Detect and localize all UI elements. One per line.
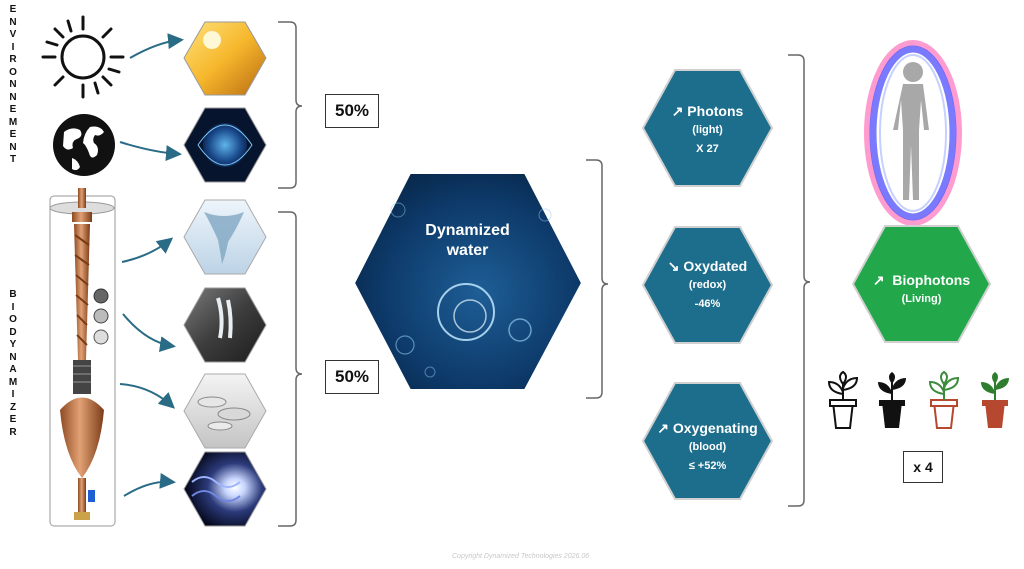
oxydated-label: ↘ Oxydated (redox) -46% [643,256,772,314]
biophotons-label: ↗ Biophotons (Living) [853,270,990,308]
brace-biodynamizer [278,211,303,527]
label-letter: V [9,29,17,40]
label-letter: T [9,154,17,165]
label-letter: Y [9,339,17,350]
plant-icon [827,370,859,429]
photons-title: ↗ Photons [671,103,744,119]
label-letter: N [9,79,17,90]
plant-icon [981,372,1009,428]
arrow-earth [119,141,182,162]
biophotons-hex [851,225,992,343]
label-letter: N [9,141,17,153]
oxydated-sub: (redox) [688,279,727,291]
label-letter: E [9,4,17,15]
sun-icon [41,15,125,99]
label-letter: M [8,116,18,128]
label-letter: R [9,426,17,438]
arrow-sun [129,33,184,59]
biodynamizer-device [49,188,116,527]
oxygenating-hex [641,382,774,500]
copyright-text: Copyright Dynamized Technologies 2026.06 [452,553,590,560]
label-letter: R [9,54,17,65]
brace-center [586,159,609,399]
label-letter: I [11,41,15,53]
waterfall-image [183,287,267,363]
sunlight-image [183,21,267,96]
biophotons-title: ↗ Biophotons [872,272,971,288]
percent-biodynamizer: 50% [325,360,379,394]
label-letter: I [11,301,15,313]
dynamized-water-line2: water [446,242,489,259]
arrow-magnets [119,383,175,409]
label-letter: M [8,376,18,388]
oxygenating-sub: (blood) [688,441,727,453]
dynamized-water-label: Dynamized water [390,221,545,261]
plant-icon [878,372,906,428]
photons-label: ↗ Photons (light) X 27 [643,101,772,159]
brace-effects [788,54,811,507]
photons-sub: (light) [692,124,723,136]
label-letter: E [9,104,17,115]
magnets-image [183,373,267,449]
label-letter: I [11,389,15,400]
globe-icon [53,114,115,176]
oxydated-hex [641,226,774,344]
oxygenating-value: ≤ +52% [688,460,727,472]
oxydated-title: ↘ Oxydated [667,258,748,274]
label-letter: O [9,314,17,325]
label-letter: E [9,129,17,140]
photons-hex [641,69,774,187]
arrow-vortex [121,237,174,263]
oxygenating-title: ↗ Oxygenating [657,420,758,436]
label-letter: B [9,289,17,300]
percent-environment: 50% [325,94,379,128]
dynamized-water-line1: Dynamized [425,222,510,239]
arrow-light [123,472,176,497]
arrow-waterfall [122,313,176,353]
vortex-image [183,199,267,275]
biophotons-sub: (Living) [901,293,942,305]
label-letter: N [9,91,17,103]
light-spiral-image [183,451,267,527]
earth-field-image [183,107,267,183]
photons-value: X 27 [696,143,719,155]
label-letter: D [9,326,17,338]
label-letter: O [9,66,17,78]
label-letter: N [9,351,17,363]
label-letter: E [9,414,17,425]
dynamized-water-hex [352,172,584,391]
label-letter: Z [9,401,17,413]
label-letter: A [9,364,17,375]
label-letter: N [9,16,17,28]
multiplier-box: x 4 [903,451,943,483]
plant-icon [928,370,960,429]
oxygenating-label: ↗ Oxygenating (blood) ≤ +52% [643,418,772,476]
human-aura-image [864,40,962,226]
brace-environment [278,21,303,189]
oxydated-value: -46% [694,298,721,310]
